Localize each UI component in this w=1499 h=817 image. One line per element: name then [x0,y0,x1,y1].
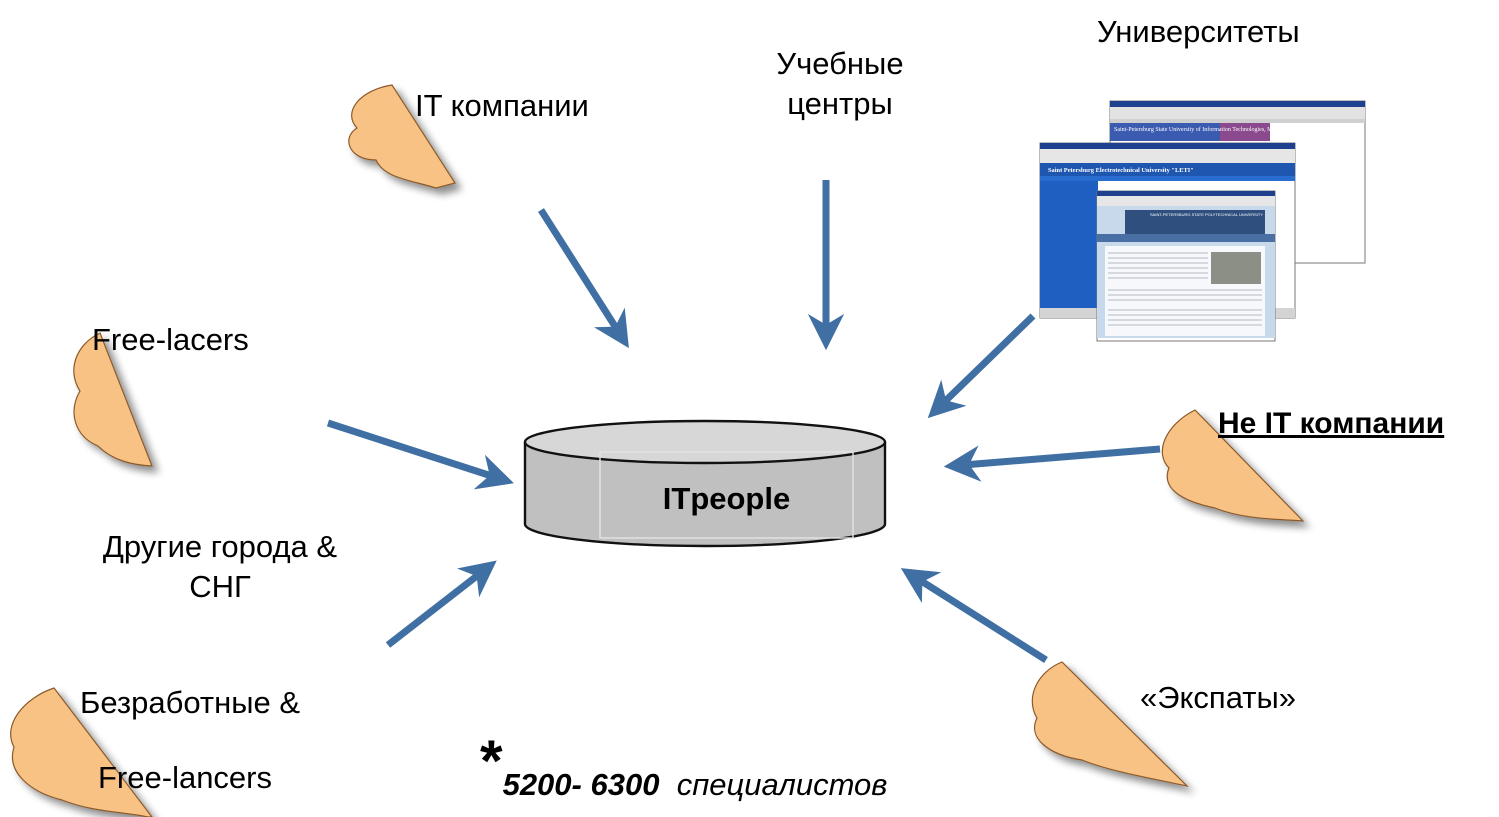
footnote-star: * [480,729,503,794]
arrow-other-cities [385,560,497,648]
label-unemployed-line1: Безработные & [80,685,301,720]
footnote-range: 5200- 6300 [502,767,660,802]
label-training-centers-line1: Учебные [776,46,904,81]
cloud-it-companies-icon [348,84,456,189]
footnote: *5200- 6300 специалистов [480,729,888,813]
label-universities: Университеты [1097,14,1300,49]
cloud-unemployed-icon [10,687,153,817]
label-other-cities-line1: Другие города & [102,529,338,564]
database-cylinder [523,419,887,548]
arrow-it-companies [538,208,629,349]
label-it-companies: IT компании [415,88,589,123]
label-free-lacers: Free-lacers [92,322,249,357]
arrow-free-lacers [326,419,514,490]
database-label-box [599,451,854,539]
front-window-title: SAINT-PETERSBURG STATE POLYTECHNICAL UNI… [1150,212,1263,217]
label-other-cities-line2: СНГ [189,569,251,605]
browser-window-front: SAINT-PETERSBURG STATE POLYTECHNICAL UNI… [1096,190,1276,342]
arrow-universities [927,313,1036,419]
back-window-title: Saint-Petersburg State University of Inf… [1114,126,1321,133]
label-other-cities: Другие города & СНГ [60,527,380,608]
arrows [326,180,1161,663]
cloud-non-it-companies-icon [1161,409,1305,522]
arrow-expats [900,568,1048,663]
arrow-non-it-companies [943,445,1161,482]
university-screenshots: Saint-Petersburg State University of Inf… [1039,100,1366,342]
footnote-unit: специалистов [676,767,888,802]
label-non-it-companies: Не IT компании [1218,407,1445,440]
label-unemployed-line2: Free-lancers [98,760,272,795]
database-label: ITpeople [662,481,791,516]
label-training-centers-line2: центры [787,86,893,122]
cloud-expats-icon [1031,661,1189,788]
middle-window-title: Saint Petersburg Electrotechnical Univer… [1048,167,1194,174]
label-training-centers: Учебные центры [760,44,920,125]
cloud-free-lacers-icon [73,332,153,467]
label-expats: «Экспаты» [1140,680,1296,715]
